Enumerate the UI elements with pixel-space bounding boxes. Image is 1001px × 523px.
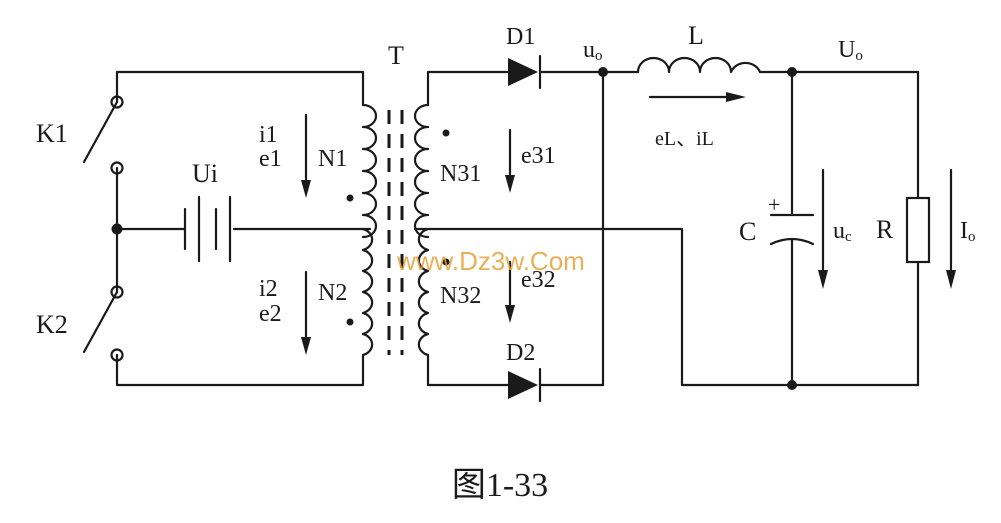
label-uo: uo xyxy=(583,37,603,64)
capacitor-c xyxy=(769,213,815,246)
inductor-l xyxy=(636,56,762,74)
label-ui: Ui xyxy=(192,159,218,188)
secondary-wires xyxy=(413,70,920,387)
arrow-io xyxy=(946,168,956,289)
junction-dot xyxy=(787,380,797,390)
junction-dot xyxy=(787,67,797,77)
label-n1: N1 xyxy=(318,146,347,172)
label-t: T xyxy=(388,41,404,70)
battery-ui xyxy=(183,195,232,263)
label-n32: N32 xyxy=(440,283,481,309)
label-k1: K1 xyxy=(36,119,68,148)
polarity-dot-n32 xyxy=(442,258,450,266)
diode-d1 xyxy=(508,54,542,90)
figure-caption: 图1-33 xyxy=(452,467,548,504)
label-n2: N2 xyxy=(318,280,347,306)
primary-coil-n2 xyxy=(361,227,374,357)
primary-wires xyxy=(115,70,372,387)
polarity-dot-n31 xyxy=(442,129,450,137)
label-n31: N31 xyxy=(440,161,481,187)
label-d1: D1 xyxy=(506,24,535,50)
junction-dot xyxy=(111,223,123,235)
label-e2: e2 xyxy=(259,301,282,327)
arrow-e32 xyxy=(505,260,515,323)
label-k2: K2 xyxy=(36,310,68,339)
label-i2: i2 xyxy=(259,276,278,302)
label-i1: i1 xyxy=(259,122,278,148)
arrow-uc xyxy=(818,168,828,289)
resistor-r xyxy=(905,196,931,264)
label-plus: + xyxy=(768,192,780,217)
label-c: C xyxy=(739,217,756,246)
label-r: R xyxy=(876,215,894,244)
junction-dot xyxy=(598,67,608,77)
label-el-il: eL、iL xyxy=(655,128,714,150)
diode-d2 xyxy=(508,367,542,403)
arrow-e31 xyxy=(505,128,515,193)
label-uc: uc xyxy=(833,218,852,245)
secondary-coil-n32 xyxy=(417,227,430,357)
label-l: L xyxy=(688,21,704,50)
arrow-i2-e2 xyxy=(301,270,311,355)
label-io: Io xyxy=(960,218,976,245)
arrow-i1-e1 xyxy=(301,113,311,198)
arrow-el-il xyxy=(648,92,746,102)
polarity-dot-n1 xyxy=(346,194,354,202)
label-e1: e1 xyxy=(259,146,282,172)
polarity-dot-n2 xyxy=(346,318,354,326)
label-e31: e31 xyxy=(521,143,556,169)
label-uo-output: Uo xyxy=(838,37,863,64)
label-d2: D2 xyxy=(506,340,535,366)
transformer-core xyxy=(387,110,404,355)
switch-k1 xyxy=(82,95,124,175)
label-e32: e32 xyxy=(521,267,556,293)
watermark: www.Dz3w.Com xyxy=(396,246,585,276)
primary-coil-n1 xyxy=(361,103,378,239)
secondary-coil-n31 xyxy=(413,103,430,239)
switch-k2 xyxy=(82,285,124,362)
